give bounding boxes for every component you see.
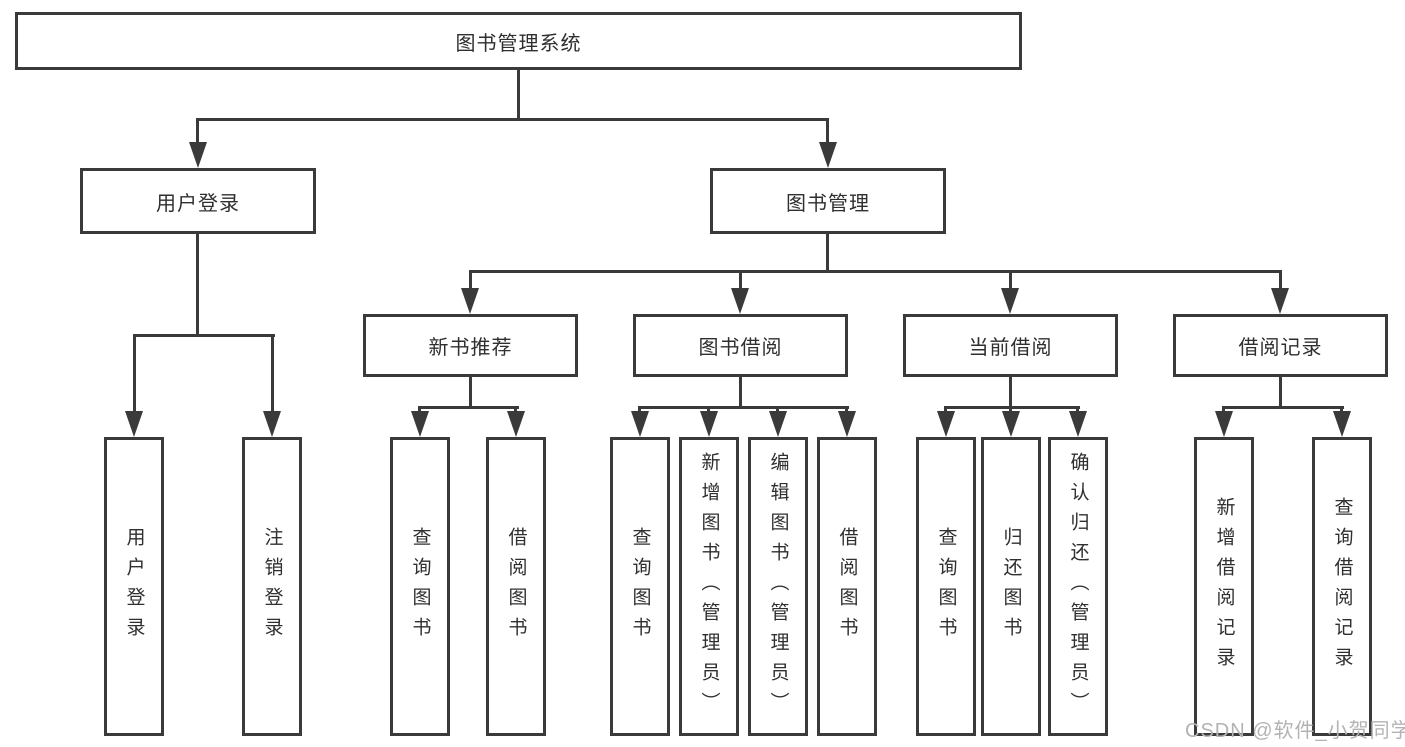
connector-newbook-drop-1 xyxy=(418,406,421,414)
leaf-cb-return-books-label: 归还图书 xyxy=(1000,526,1022,647)
leaf-cb-query-books-label: 查询图书 xyxy=(935,526,957,647)
connector-userlogin-hbar xyxy=(133,334,275,337)
arrowhead-user-login xyxy=(189,142,207,168)
leaf-br-query-record: 查询借阅记录 xyxy=(1312,437,1372,736)
arrowhead-br-add xyxy=(1215,411,1233,437)
connector-borrowing-hbar xyxy=(638,406,849,409)
arrowhead-cb-confirm xyxy=(1069,411,1087,437)
connector-newbook-hbar xyxy=(418,406,519,409)
arrowhead-bb-query xyxy=(631,411,649,437)
leaf-logout: 注销登录 xyxy=(242,437,302,736)
node-new-book-recommend-label: 新书推荐 xyxy=(428,337,513,359)
arrowhead-borrow-records xyxy=(1271,288,1289,314)
arrowhead-book-management xyxy=(819,142,837,168)
connector-records-hbar xyxy=(1222,406,1344,409)
leaf-bb-edit-books-admin-label: 编辑图书（管理员） xyxy=(767,451,789,722)
watermark: CSDN @软件_小贺同学 xyxy=(1185,720,1405,742)
leaf-bb-query-books: 查询图书 xyxy=(610,437,670,736)
arrowhead-book-borrowing xyxy=(731,288,749,314)
connector-userlogin-stem xyxy=(196,234,199,337)
leaf-user-login-label: 用户登录 xyxy=(123,526,145,647)
connector-current-drop-3 xyxy=(1076,406,1079,414)
connector-bookmgmt-drop-2 xyxy=(739,270,742,292)
leaf-user-login: 用户登录 xyxy=(104,437,164,736)
arrowhead-cb-query xyxy=(937,411,955,437)
connector-newbook-stem xyxy=(469,377,472,408)
leaf-cb-confirm-return-admin-label: 确认归还（管理员） xyxy=(1067,451,1089,722)
connector-borrowing-drop-3 xyxy=(776,406,779,414)
connector-records-drop-1 xyxy=(1222,406,1225,414)
node-user-login-label: 用户登录 xyxy=(156,192,240,215)
node-borrow-records-label: 借阅记录 xyxy=(1238,337,1323,359)
arrowhead-bb-borrow xyxy=(838,411,856,437)
node-book-borrowing: 图书借阅 xyxy=(633,314,848,377)
connector-root-hbar xyxy=(196,118,829,121)
node-root-label: 图书管理系统 xyxy=(455,32,582,55)
connector-current-drop-1 xyxy=(944,406,947,414)
node-root: 图书管理系统 xyxy=(15,12,1022,70)
arrowhead-new-book-recommend xyxy=(461,288,479,314)
leaf-bb-borrow-books-label: 借阅图书 xyxy=(836,526,858,647)
arrowhead-br-query xyxy=(1333,411,1351,437)
connector-borrowing-stem xyxy=(739,377,742,408)
connector-userlogin-drop-1 xyxy=(133,334,136,413)
leaf-cb-query-books: 查询图书 xyxy=(916,437,976,736)
leaf-bb-edit-books-admin: 编辑图书（管理员） xyxy=(748,437,808,736)
leaf-bb-borrow-books: 借阅图书 xyxy=(817,437,877,736)
leaf-br-add-record: 新增借阅记录 xyxy=(1194,437,1254,736)
leaf-bb-add-books-admin: 新增图书（管理员） xyxy=(679,437,739,736)
arrowhead-leaf-logout xyxy=(263,411,281,437)
leaf-nb-query-books: 查询图书 xyxy=(390,437,450,736)
node-book-management-label: 图书管理 xyxy=(786,192,870,215)
connector-borrowing-drop-1 xyxy=(638,406,641,414)
node-book-management: 图书管理 xyxy=(710,168,946,234)
connector-bookmgmt-drop-4 xyxy=(1279,270,1282,292)
connector-current-stem xyxy=(1009,377,1012,408)
connector-records-drop-2 xyxy=(1340,406,1343,414)
arrowhead-current-borrowing xyxy=(1001,288,1019,314)
connector-borrowing-drop-2 xyxy=(707,406,710,414)
leaf-nb-query-books-label: 查询图书 xyxy=(409,526,431,647)
node-current-borrowing: 当前借阅 xyxy=(903,314,1118,377)
arrowhead-bb-add xyxy=(700,411,718,437)
connector-borrowing-drop-4 xyxy=(845,406,848,414)
node-user-login: 用户登录 xyxy=(80,168,316,234)
leaf-cb-return-books: 归还图书 xyxy=(981,437,1041,736)
leaf-nb-borrow-books-label: 借阅图书 xyxy=(505,526,527,647)
leaf-nb-borrow-books: 借阅图书 xyxy=(486,437,546,736)
connector-current-drop-2 xyxy=(1009,406,1012,414)
leaf-br-add-record-label: 新增借阅记录 xyxy=(1213,496,1235,677)
connector-records-stem xyxy=(1279,377,1282,408)
connector-root-stem xyxy=(517,70,520,121)
connector-bookmgmt-stem xyxy=(826,234,829,273)
leaf-br-query-record-label: 查询借阅记录 xyxy=(1331,496,1353,677)
connector-current-hbar xyxy=(944,406,1080,409)
leaf-logout-label: 注销登录 xyxy=(261,526,283,647)
connector-bookmgmt-drop-3 xyxy=(1009,270,1012,292)
leaf-cb-confirm-return-admin: 确认归还（管理员） xyxy=(1048,437,1108,736)
arrowhead-cb-return xyxy=(1002,411,1020,437)
connector-bookmgmt-drop-1 xyxy=(469,270,472,292)
connector-root-drop-right xyxy=(826,118,829,146)
arrowhead-nb-borrow xyxy=(507,411,525,437)
leaf-bb-add-books-admin-label: 新增图书（管理员） xyxy=(698,451,720,722)
node-new-book-recommend: 新书推荐 xyxy=(363,314,578,377)
connector-root-drop-left xyxy=(196,118,199,146)
node-book-borrowing-label: 图书借阅 xyxy=(698,337,783,359)
node-borrow-records: 借阅记录 xyxy=(1173,314,1388,377)
connector-newbook-drop-2 xyxy=(514,406,517,414)
connector-bookmgmt-hbar xyxy=(469,270,1282,273)
node-current-borrowing-label: 当前借阅 xyxy=(968,337,1053,359)
leaf-bb-query-books-label: 查询图书 xyxy=(629,526,651,647)
connector-userlogin-drop-2 xyxy=(271,334,274,413)
arrowhead-nb-query xyxy=(411,411,429,437)
arrowhead-leaf-login xyxy=(125,411,143,437)
arrowhead-bb-edit xyxy=(769,411,787,437)
